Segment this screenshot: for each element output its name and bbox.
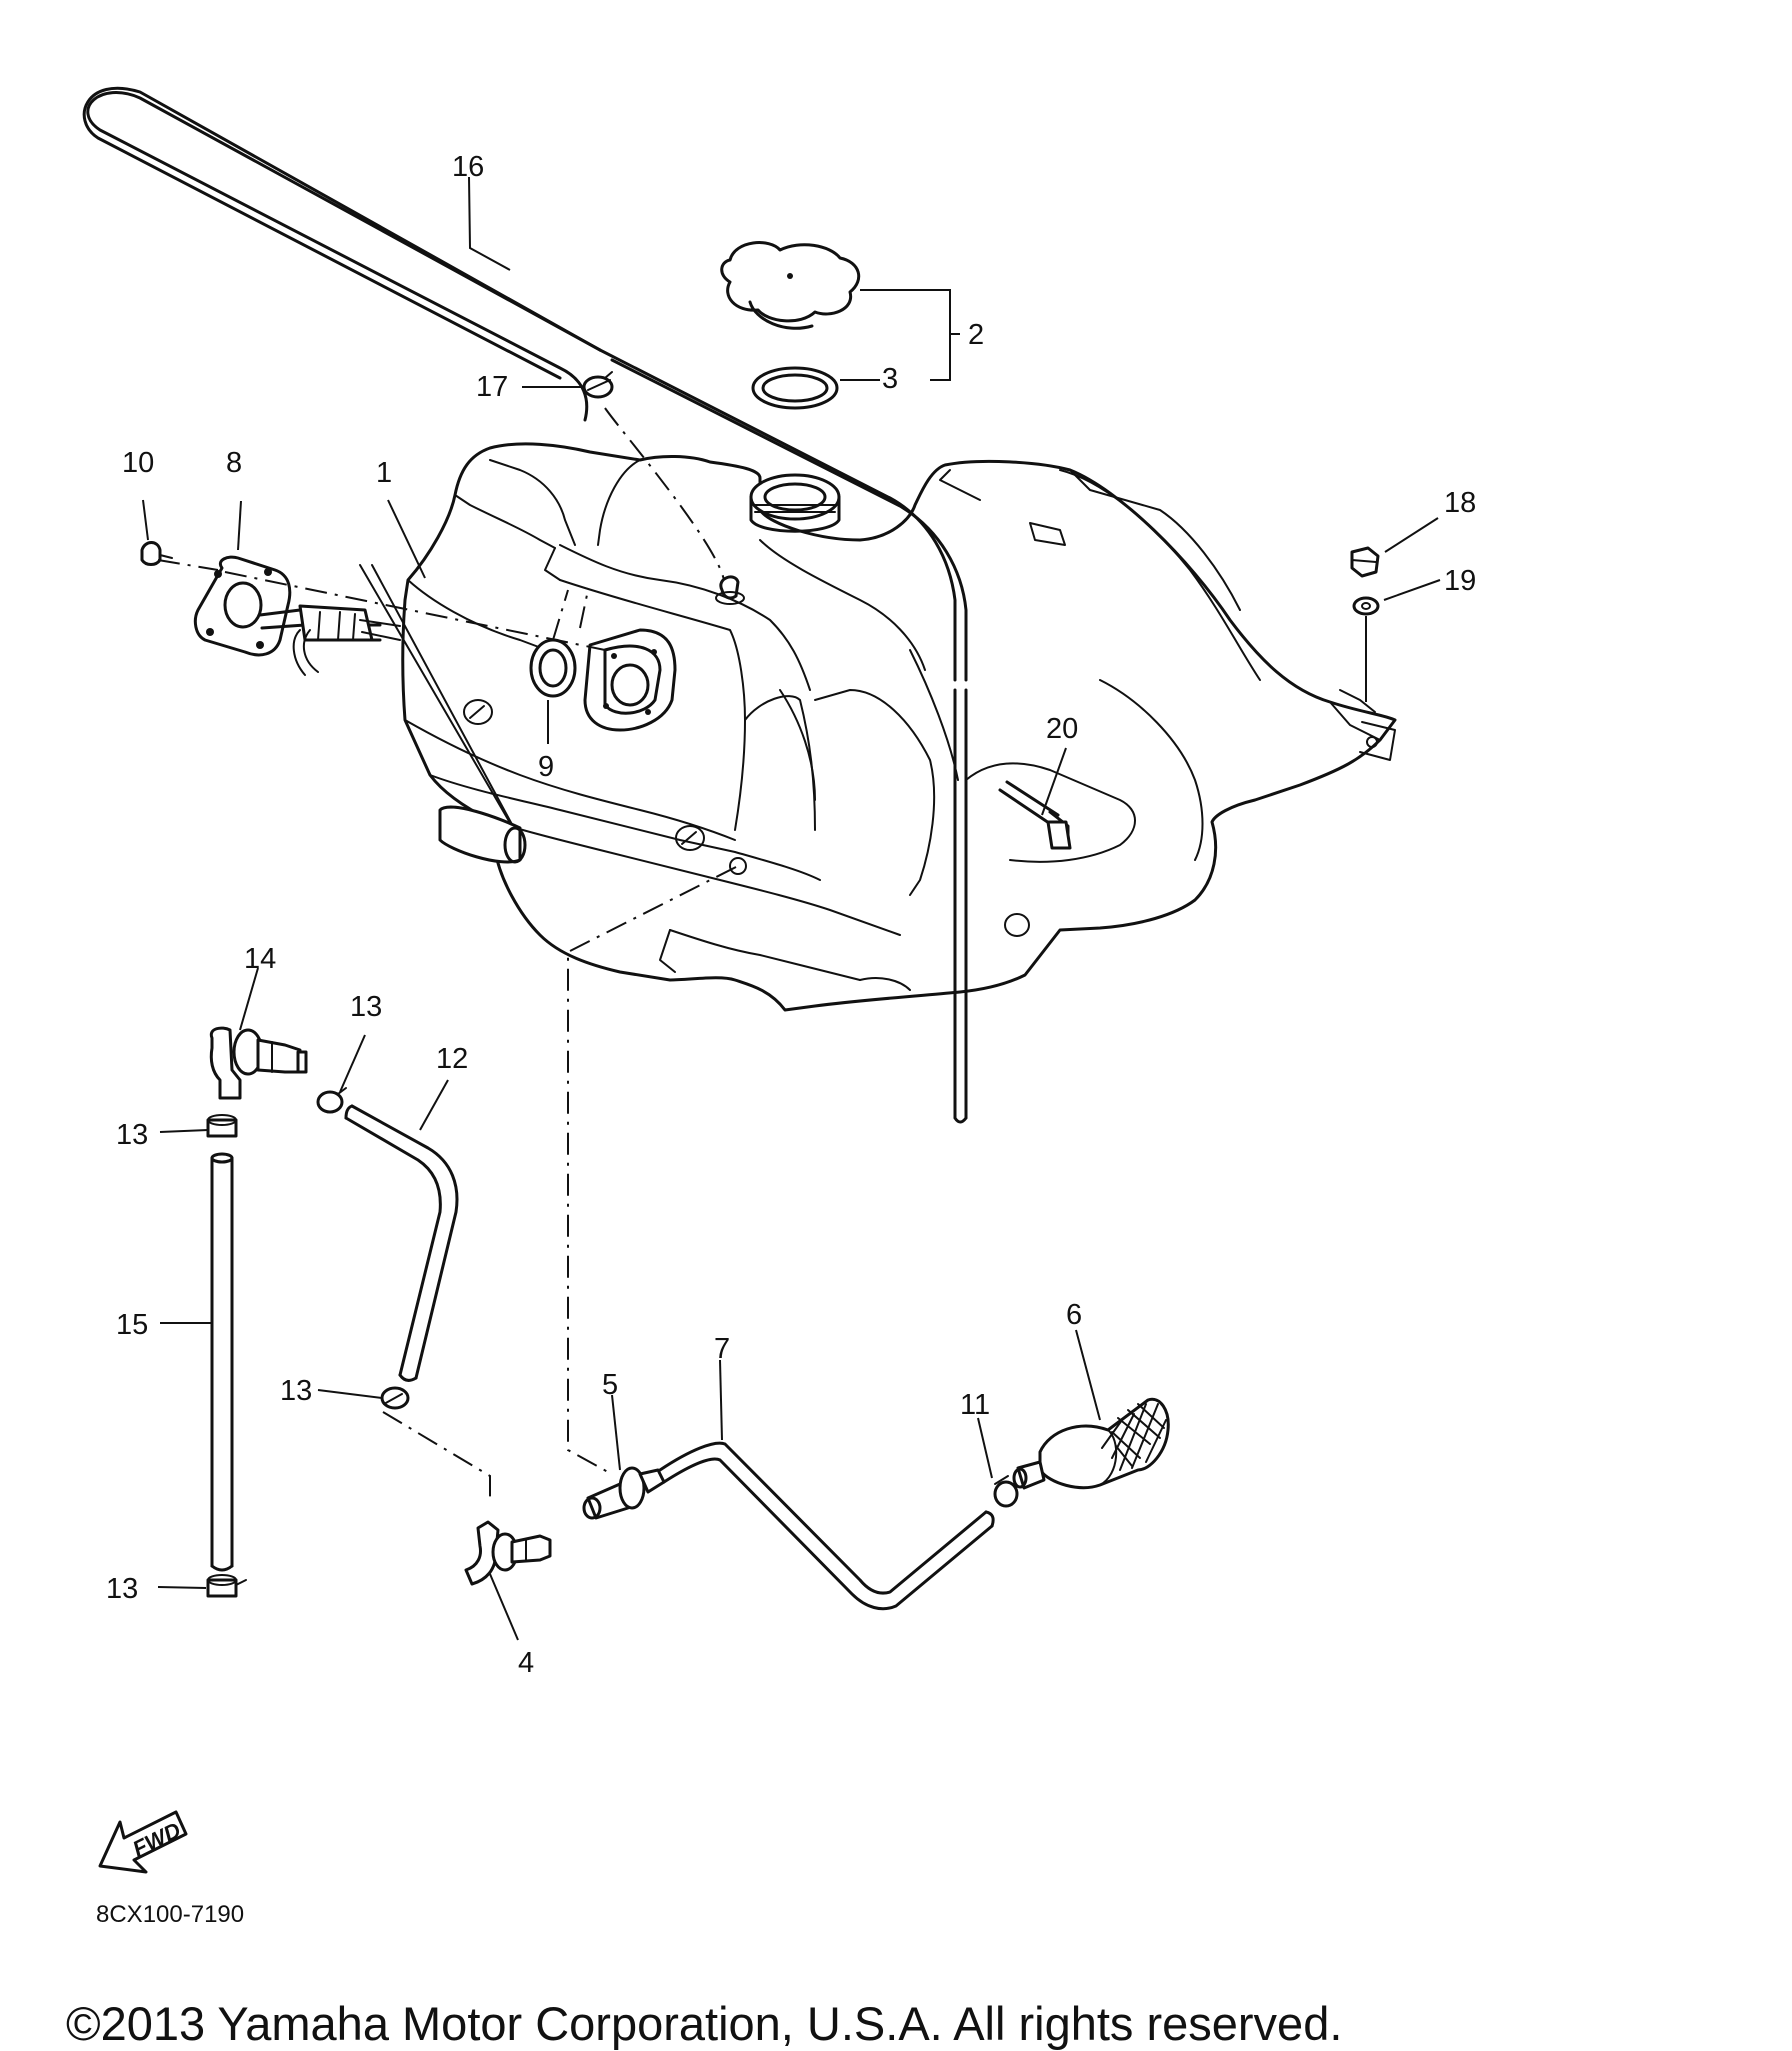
clip-13-b [206,1114,238,1138]
callout-13-c: 13 [280,1375,312,1407]
leader-lines [142,176,1441,1641]
assembly-line-17 [604,407,725,581]
callout-13-a: 13 [350,991,382,1023]
callout-3: 3 [882,363,898,395]
copyright-notice: ©2013 Yamaha Motor Corporation, U.S.A. A… [66,1997,1343,2050]
fuel-tank-1 [359,442,1397,1012]
clip-11 [993,1475,1019,1508]
fitting-14 [209,1026,308,1100]
fuel-sender-8 [193,555,401,676]
callout-8: 8 [226,447,242,479]
vent-hose-20 [998,780,1072,850]
washer-19 [1352,596,1380,616]
nut-18 [1350,546,1380,578]
hose-15 [210,1152,234,1572]
callout-2: 2 [968,319,984,351]
fuel-hose-7 [658,1441,995,1611]
callout-17: 17 [476,371,508,403]
callout-13-b: 13 [116,1119,148,1151]
callout-5: 5 [602,1369,618,1401]
fuel-tank-parts-diagram: 16 2 3 17 10 8 1 18 19 9 20 14 13 12 13 … [82,86,1476,1928]
callout-4: 4 [518,1647,534,1679]
forward-arrow: FWD [98,1810,188,1874]
callout-6: 6 [1066,1299,1082,1331]
callout-10: 10 [122,447,154,479]
clip-17 [582,371,614,399]
fuel-cap-2 [720,241,861,330]
callout-9: 9 [538,751,554,783]
fitting-5 [582,1466,666,1520]
callout-13-d: 13 [106,1573,138,1605]
callout-7: 7 [714,1333,730,1365]
clip-13-a [316,1087,347,1114]
assembly-line-10 [157,559,219,571]
callout-16: 16 [452,151,484,183]
callout-20: 20 [1046,713,1078,745]
fuel-filter-6 [1012,1397,1170,1490]
assembly-line-9 [552,589,569,641]
callout-11: 11 [960,1389,990,1421]
callout-labels: 16 2 3 17 10 8 1 18 19 9 20 14 13 12 13 … [106,151,1476,1679]
callout-12: 12 [436,1043,468,1075]
callout-19: 19 [1444,565,1476,597]
cap-gasket-3 [751,366,839,410]
assembly-line-13-to-4 [382,1411,491,1500]
breather-hose-16 [82,86,968,1124]
drawing-code: 8CX100-7190 [96,1901,244,1928]
hose-12 [344,1104,459,1382]
grommet-9 [529,638,577,698]
assembly-line-pump [579,589,589,629]
elbow-fitting-4 [464,1520,552,1586]
callout-18: 18 [1444,487,1476,519]
callout-1: 1 [376,457,392,489]
screw-10 [140,541,173,566]
callout-15: 15 [116,1309,148,1341]
callout-14: 14 [244,943,276,975]
clip-13-d [206,1574,247,1598]
assembly-line-5-to-tank [567,866,737,1473]
clip-13-c [380,1386,410,1410]
